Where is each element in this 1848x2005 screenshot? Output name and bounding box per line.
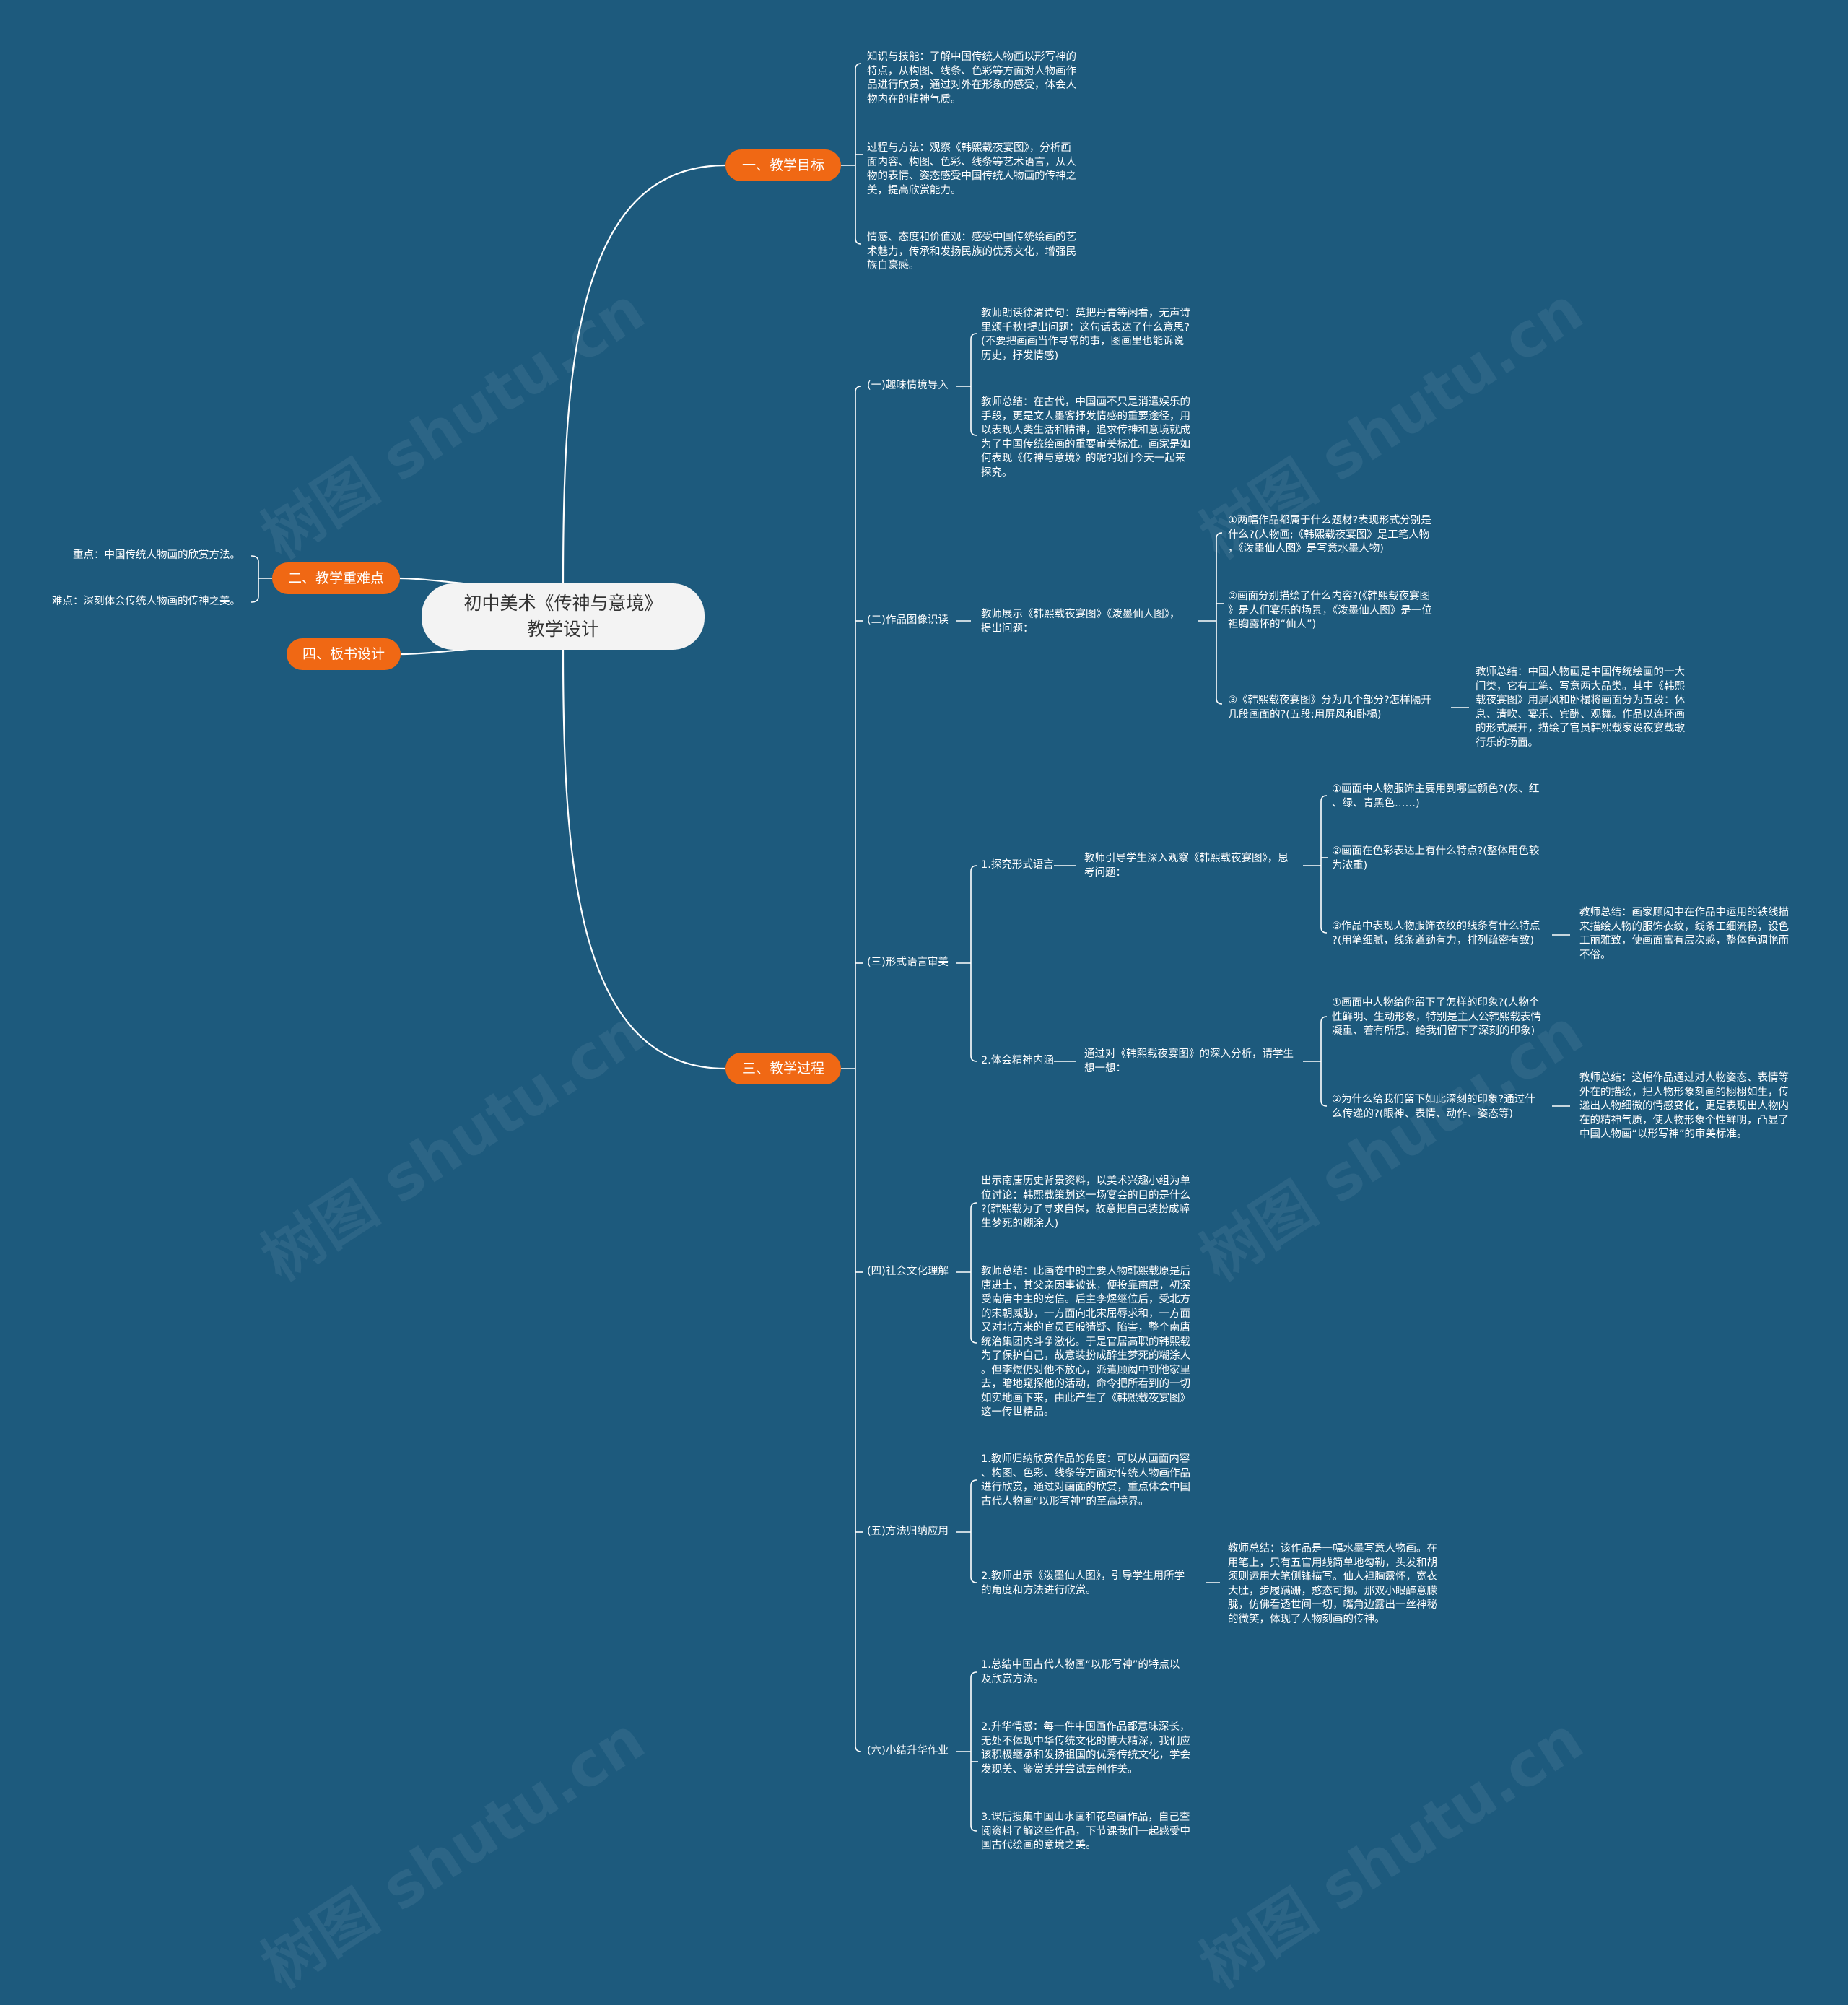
s1-question-text: 教师朗读徐渭诗句：莫把丹青等闲看，无声诗 里颂千秋!提出问题：这句话表达了什么意…: [981, 308, 1190, 362]
s5-item-2: 2.教师出示《泼墨仙人图》，引导学生用所学 的角度和方法进行欣赏。: [981, 1570, 1185, 1596]
connector: [970, 333, 977, 436]
connector: [855, 63, 862, 245]
s2-question-3: ③《韩熙载夜宴图》分为几个部分?怎样隔开 几段画面的?(五段;用屏风和卧榻): [1228, 695, 1431, 721]
s3-sub-2: 2.体会精神内涵: [981, 1055, 1054, 1066]
key-point-text: 重点：中国传统人物画的欣赏方法。: [73, 549, 240, 561]
process-section-2: (二)作品图像识读: [867, 614, 949, 626]
branch-board-design[interactable]: 四、板书设计: [287, 638, 401, 670]
s3b-question-2: ②为什么给我们留下如此深刻的印象?通过什 么传递的?(眼神、表情、动作、姿态等): [1332, 1094, 1535, 1120]
root-node[interactable]: 初中美术《传神与意境》 教学设计: [422, 583, 705, 650]
branch-key-difficult-points[interactable]: 二、教学重难点: [272, 562, 400, 594]
connector: [970, 865, 977, 1062]
process-section-3: (三)形式语言审美: [867, 957, 949, 968]
connector: [562, 649, 726, 1070]
goal-emotion-values: 情感、态度和价值观：感受中国传统绘画的艺 术魅力，传承和发扬民族的优秀文化，增强…: [867, 232, 1076, 271]
connector: [970, 1479, 977, 1583]
s2-prompt-text: 教师展示《韩熙载夜宴图》《泼墨仙人图》， 提出问题：: [981, 609, 1180, 635]
s6-item-2: 2.升华情感：每一件中国画作品都意味深长， 无处不体现中华传统文化的博大精深，我…: [981, 1721, 1190, 1775]
process-section-5: (五)方法归纳应用: [867, 1526, 949, 1537]
connector: [970, 1202, 977, 1344]
s3a-question-3: ③作品中表现人物服饰衣纹的线条有什么特点 ?(用笔细腻，线条遒劲有力，排列疏密有…: [1332, 921, 1540, 947]
connector-lines: [250, 63, 1570, 1832]
s6-item-3: 3.课后搜集中国山水画和花鸟画作品，自己查 阅资料了解这些作品，下节课我们一起感…: [981, 1812, 1190, 1851]
s5-item-1: 1.教师归纳欣赏作品的角度：可以从画面内容 、构图、色彩、线条等方面对传统人物画…: [981, 1453, 1190, 1508]
connector: [855, 386, 862, 1752]
connector: [1216, 532, 1223, 705]
goal-knowledge-skills: 知识与技能：了解中国传统人物画以形写神的 特点，从构图、线条、色彩等方面对人物画…: [867, 51, 1076, 105]
s3a-summary-text: 教师总结：画家顾闳中在作品中运用的铁线描 来描绘人物的服饰衣纹，线条工细流畅，设…: [1579, 907, 1789, 961]
s3a-question-2: ②画面在色彩表达上有什么特点?(整体用色较 为浓重): [1332, 845, 1540, 871]
branch-teaching-goals[interactable]: 一、教学目标: [725, 149, 841, 181]
s3a-prompt-text: 教师引导学生深入观察《韩熙载夜宴图》，思 考问题：: [1084, 853, 1289, 879]
branch-teaching-process[interactable]: 三、教学过程: [725, 1053, 841, 1084]
s3b-question-1: ①画面中人物给你留下了怎样的印象?(人物个 性鲜明、生动形象，特别是主人公韩熙载…: [1332, 997, 1541, 1037]
connector: [1320, 795, 1328, 934]
connector: [970, 1671, 977, 1832]
s3b-summary-text: 教师总结：这幅作品通过对人物姿态、表情等 外在的描绘，把人物形象刻画的栩栩如生，…: [1579, 1072, 1789, 1140]
connector: [562, 164, 726, 584]
s4-summary-text: 教师总结：此画卷中的主要人物韩熙载原是后 唐进士，其父亲因事被诛，便投靠南唐，初…: [981, 1266, 1190, 1418]
s3b-prompt-text: 通过对《韩熙载夜宴图》的深入分析，请学生 想一想：: [1084, 1048, 1294, 1074]
s1-summary-text: 教师总结：在古代，中国画不只是消遣娱乐的 手段，更是文人墨客抒发情感的重要途径，…: [981, 396, 1190, 479]
process-section-6: (六)小结升华作业: [867, 1745, 949, 1757]
process-section-4: (四)社会文化理解: [867, 1266, 949, 1277]
s4-discussion-text: 出示南唐历史背景资料，以美术兴趣小组为单 位讨论：韩熙载策划这一场宴会的目的是什…: [981, 1175, 1190, 1230]
mindmap-canvas: 树图 shutu.cn 树图 shutu.cn 树图 shutu.cn 树图 s…: [52, 51, 1789, 2002]
s2-summary-text: 教师总结：中国人物画是中国传统绘画的一大 门类，它有工笔、写意两大品类。其中《韩…: [1476, 666, 1685, 749]
s2-question-1: ①两幅作品都属于什么题材?表现形式分别是 什么?(人物画;《韩熙载夜宴图》是工笔…: [1228, 515, 1431, 554]
s3-sub-1: 1.探究形式语言: [981, 859, 1054, 871]
root-title: 初中美术《传神与意境》 教学设计: [463, 593, 663, 640]
s6-item-1: 1.总结中国古代人物画“以形写神”的特点以 及欣赏方法。: [981, 1659, 1180, 1685]
connector: [1320, 1016, 1328, 1107]
s3a-question-1: ①画面中人物服饰主要用到哪些颜色?(灰、红 、绿、青黑色……): [1332, 783, 1540, 809]
difficult-point-text: 难点：深刻体会传统人物画的传神之美。: [52, 596, 240, 607]
connector: [250, 555, 259, 603]
process-section-1: (一)趣味情境导入: [867, 380, 949, 391]
s5-summary-text: 教师总结：该作品是一幅水墨写意人物画。在 用笔上，只有五官用线简单地勾勒，头发和…: [1228, 1543, 1437, 1625]
s2-question-2: ②画面分别描绘了什么内容?(《韩熙载夜宴图 》是人们宴乐的场景，《泼墨仙人图》是…: [1228, 591, 1432, 630]
goal-process-method: 过程与方法：观察《韩熙载夜宴图》，分析画 面内容、构图、色彩、线条等艺术语言，从…: [867, 142, 1076, 196]
